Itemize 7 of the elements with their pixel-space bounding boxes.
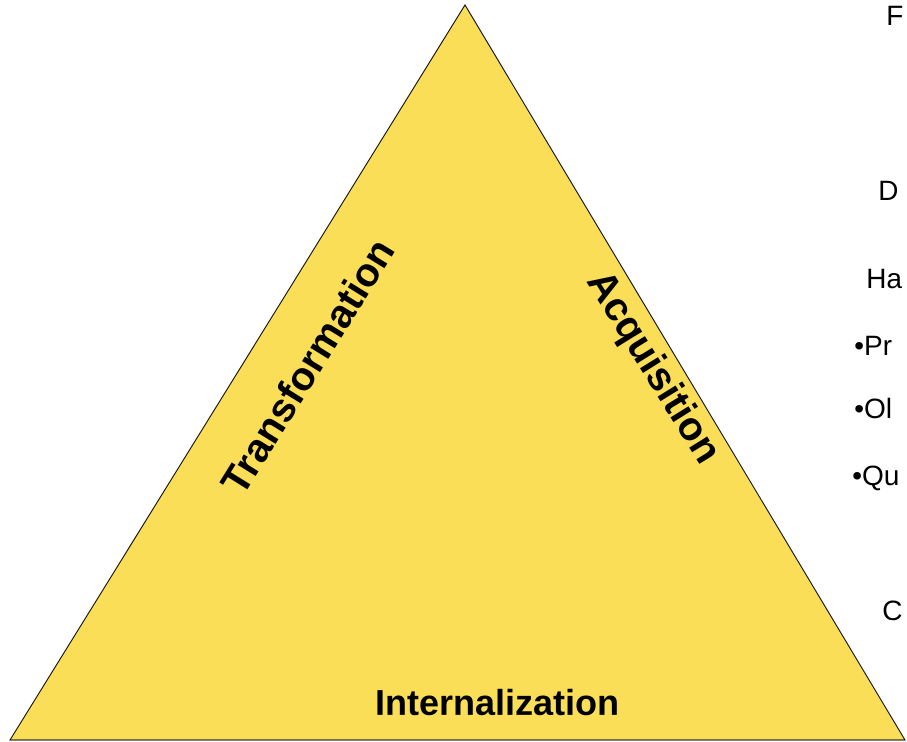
- cut-off-text: F: [888, 6, 902, 25]
- cut-off-text: •Ol: [855, 398, 890, 418]
- cut-off-text: Ha: [868, 268, 902, 288]
- cut-off-text: D: [880, 180, 898, 200]
- cut-off-text: •Pr: [855, 336, 892, 355]
- cut-off-text: •Qu: [853, 465, 898, 490]
- cut-off-text: C: [884, 600, 902, 620]
